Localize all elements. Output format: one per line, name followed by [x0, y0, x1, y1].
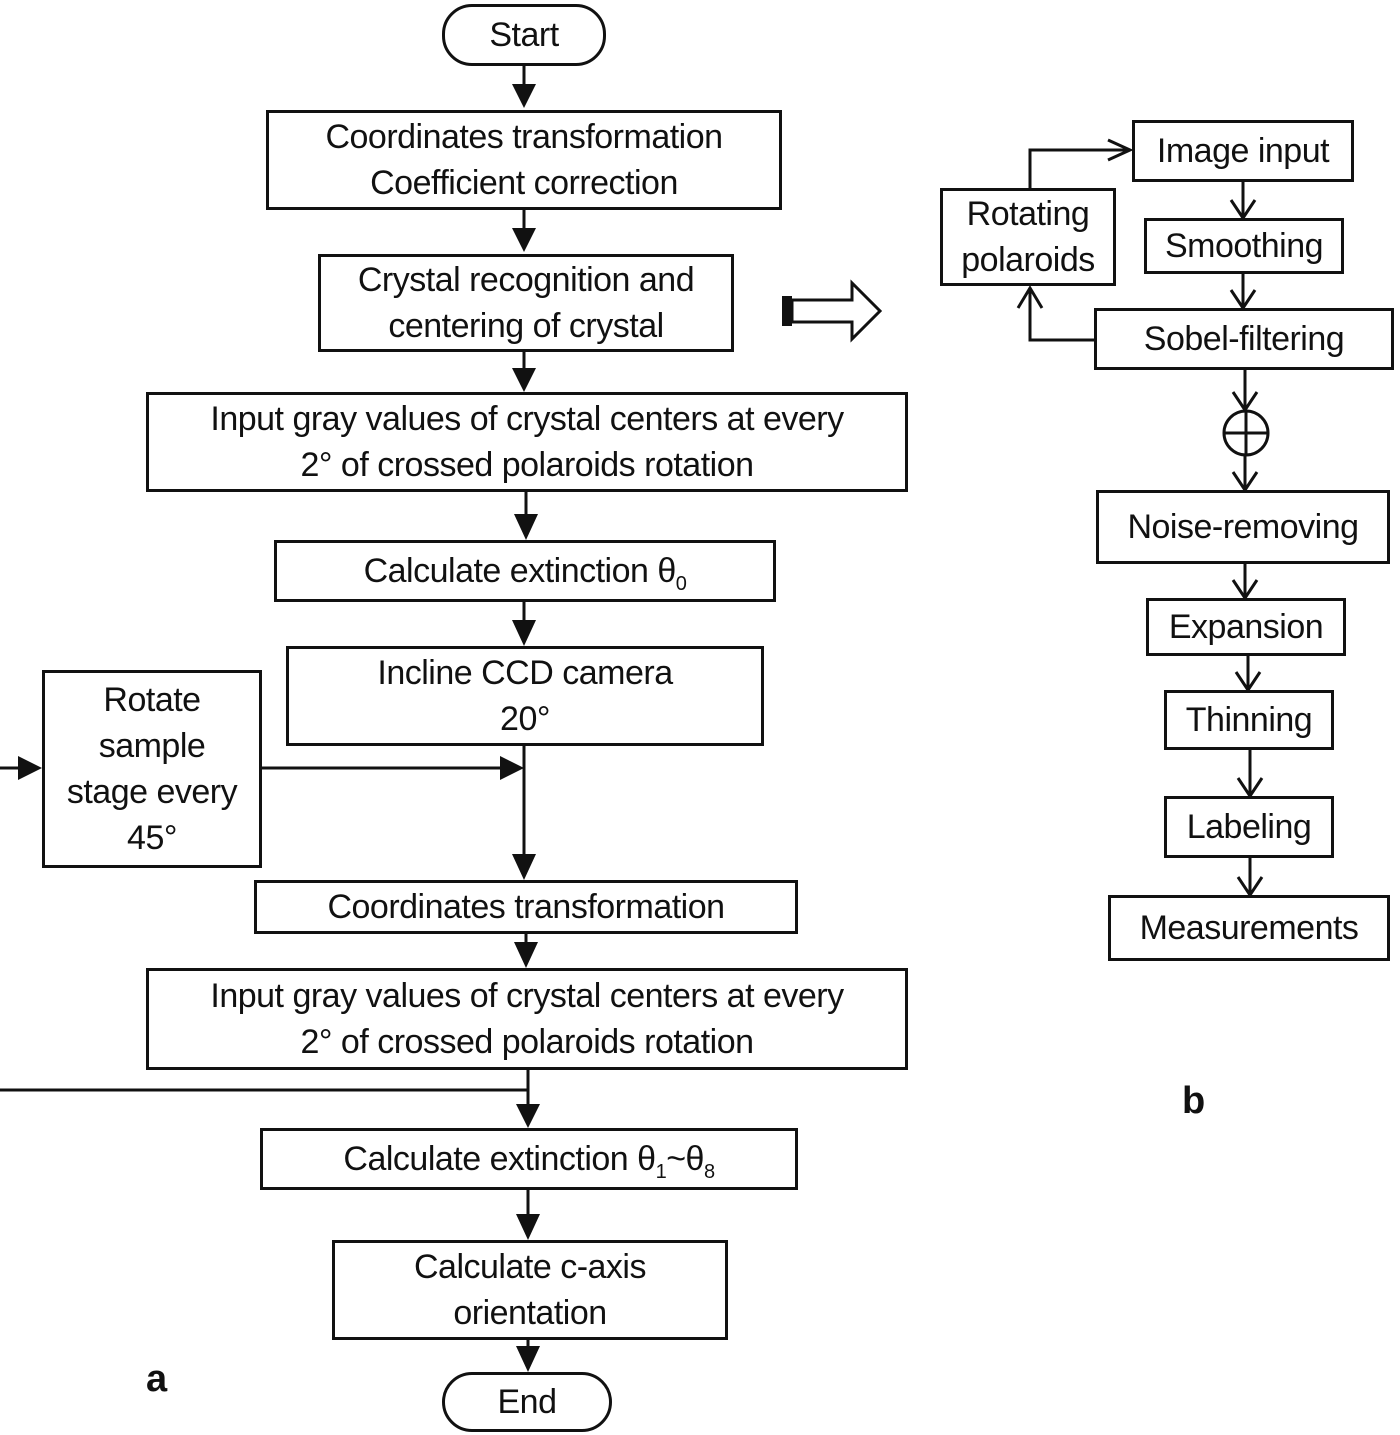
expansion-label: Expansion [1168, 608, 1324, 646]
calculate-extinction-0-box: Calculate extinction θ0 [274, 540, 776, 602]
rotate-sample-stage-box: Rotate sample stage every 45° [42, 670, 262, 868]
coord-trans-label: Coordinates transformation [327, 888, 725, 926]
calc-ext-18-sub1: 1 [655, 1160, 667, 1183]
calc-ext-18-tilde: ~θ [666, 1140, 704, 1178]
measurements-box: Measurements [1108, 895, 1390, 961]
noise-label: Noise-removing [1127, 508, 1359, 546]
arrow-sobel-to-rotate [1028, 290, 1095, 342]
input-gray-2-line-1: Input gray values of crystal centers at … [210, 977, 844, 1015]
measurements-label: Measurements [1139, 909, 1359, 947]
image-input-box: Image input [1132, 120, 1354, 182]
calc-caxis-line-2: orientation [453, 1294, 607, 1332]
coord-coef-line-1: Coordinates transformation [325, 118, 723, 156]
sobel-label: Sobel-filtering [1143, 320, 1345, 358]
input-gray-values-box-1: Input gray values of crystal centers at … [146, 392, 908, 492]
calculate-c-axis-box: Calculate c-axis orientation [332, 1240, 728, 1340]
input-gray-2-line-2: 2° of crossed polaroids rotation [300, 1023, 754, 1061]
smoothing-label: Smoothing [1164, 227, 1324, 265]
incline-ccd-box: Incline CCD camera 20° [286, 646, 764, 746]
expansion-box: Expansion [1146, 598, 1346, 656]
sobel-filtering-box: Sobel-filtering [1094, 308, 1394, 370]
coordinates-transformation-box: Coordinates transformation [254, 880, 798, 934]
coord-coef-line-2: Coefficient correction [370, 164, 678, 202]
rotate-stage-line-2: sample [98, 727, 206, 765]
start-label: Start [489, 16, 559, 54]
input-gray-1-line-1: Input gray values of crystal centers at … [210, 400, 844, 438]
thinning-box: Thinning [1164, 690, 1334, 750]
end-terminal: End [442, 1372, 612, 1432]
panel-b-label: b [1182, 1080, 1206, 1122]
rotate-stage-line-3: stage every [66, 773, 238, 811]
calc-ext-0-text: Calculate extinction θ [363, 552, 677, 590]
start-terminal: Start [442, 4, 606, 66]
calculate-extinction-1-8-box: Calculate extinction θ1~θ8 [260, 1128, 798, 1190]
rotating-polaroids-line-2: polaroids [961, 241, 1095, 279]
input-gray-values-box-2: Input gray values of crystal centers at … [146, 968, 908, 1070]
calc-caxis-line-1: Calculate c-axis [414, 1248, 646, 1286]
arrow-rotate-to-image-input [1028, 148, 1128, 205]
smoothing-box: Smoothing [1144, 218, 1344, 274]
incline-ccd-line-1: Incline CCD camera [377, 654, 673, 692]
panel-a-label: a [146, 1358, 168, 1400]
image-input-label: Image input [1156, 132, 1330, 170]
incline-ccd-line-2: 20° [500, 700, 550, 738]
rotate-stage-line-4: 45° [127, 819, 177, 857]
labeling-box: Labeling [1164, 796, 1334, 858]
thinning-label: Thinning [1185, 701, 1313, 739]
rotating-polaroids-line-1: Rotating [966, 195, 1090, 233]
input-gray-1-line-2: 2° of crossed polaroids rotation [300, 446, 754, 484]
end-label: End [497, 1383, 558, 1421]
crystal-recog-line-1: Crystal recognition and [357, 261, 695, 299]
rotate-stage-line-1: Rotate [103, 681, 201, 719]
calc-ext-0-label: Calculate extinction θ0 [364, 548, 687, 594]
calc-ext-0-sub: 0 [675, 572, 687, 595]
labeling-label: Labeling [1186, 808, 1312, 846]
noise-removing-box: Noise-removing [1096, 490, 1390, 564]
rotating-polaroids-box: Rotating polaroids [940, 188, 1116, 286]
calc-ext-18-label: Calculate extinction θ1~θ8 [343, 1136, 715, 1183]
calc-ext-18-sub2: 8 [703, 1160, 715, 1183]
hollow-right-arrow-icon [782, 279, 883, 343]
arrowheads-solid [18, 84, 540, 1372]
crystal-recog-line-2: centering of crystal [388, 307, 664, 345]
coord-coef-box: Coordinates transformation Coefficient c… [266, 110, 782, 210]
calc-ext-18-text: Calculate extinction θ [343, 1140, 656, 1178]
crystal-recognition-box: Crystal recognition and centering of cry… [318, 254, 734, 352]
